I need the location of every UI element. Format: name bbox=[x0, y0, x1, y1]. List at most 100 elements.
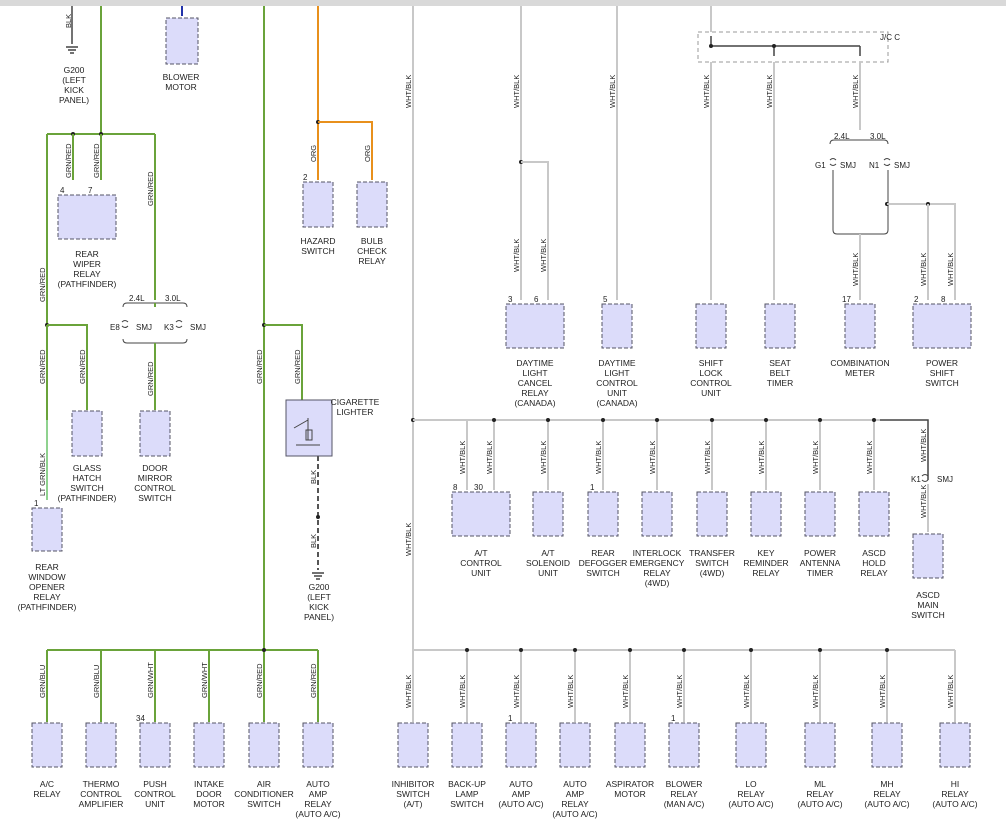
auto-amp-relay: AUTO AMP RELAY (AUTO A/C) bbox=[552, 722, 598, 819]
label-line: DAYTIME bbox=[516, 358, 553, 368]
pin-number: 8 bbox=[941, 295, 946, 304]
label-line: LOCK bbox=[699, 368, 722, 378]
wire-label: WHT/BLK bbox=[404, 523, 413, 556]
label-line: RELAY bbox=[806, 789, 834, 799]
at-control-unit: 8 30 A/T CONTROL UNIT bbox=[451, 483, 511, 578]
wire-label: GRN/RED bbox=[255, 663, 264, 698]
label-line: REMINDER bbox=[743, 558, 788, 568]
wire-label: WHT/BLK bbox=[765, 75, 774, 108]
label-line: UNIT bbox=[538, 568, 558, 578]
label-line: SWITCH bbox=[586, 568, 620, 578]
label-line: DOOR bbox=[196, 789, 222, 799]
cigarette-lighter: CIGARETTE LIGHTER bbox=[285, 397, 380, 457]
label-line: (AUTO A/C) bbox=[932, 799, 977, 809]
ascd-hold-relay: ASCD HOLD RELAY bbox=[858, 491, 890, 578]
label-line: SWITCH bbox=[138, 493, 172, 503]
power-shift-switch: 2 8 POWER SHIFT SWITCH bbox=[912, 295, 972, 388]
label-line: (AUTO A/C) bbox=[295, 809, 340, 819]
top-border bbox=[0, 0, 1006, 6]
transfer-switch: TRANSFER SWITCH (4WD) bbox=[689, 491, 735, 578]
label-line: RELAY bbox=[752, 568, 780, 578]
connector-label: J/C C bbox=[880, 33, 900, 42]
interlock-emergency-relay: INTERLOCK EMERGENCY RELAY (4WD) bbox=[630, 491, 685, 588]
pin-number: 1 bbox=[671, 714, 676, 723]
wire-label: WHT/BLK bbox=[851, 253, 860, 286]
ascd-main-switch: ASCD MAIN SWITCH bbox=[911, 533, 945, 620]
label-line: INTAKE bbox=[194, 779, 224, 789]
label-line: G200 bbox=[309, 582, 330, 592]
label-line: INTERLOCK bbox=[633, 548, 682, 558]
label-line: METER bbox=[845, 368, 875, 378]
rear-window-opener-relay: 1 REAR WINDOW OPENER RELAY (PATHFINDER) bbox=[18, 499, 77, 612]
label-line: RELAY bbox=[33, 592, 61, 602]
label-line: GLASS bbox=[73, 463, 102, 473]
label-line: RELAY bbox=[304, 799, 332, 809]
label-line: BELT bbox=[770, 368, 791, 378]
label-line: CONTROL bbox=[460, 558, 502, 568]
label-line: AMP bbox=[309, 789, 328, 799]
label-line: (4WD) bbox=[700, 568, 725, 578]
label-line: (AUTO A/C) bbox=[498, 799, 543, 809]
daytime-light-cancel-relay: 3 6 DAYTIME LIGHT CANCEL RELAY (CANADA) bbox=[505, 295, 565, 408]
label-line: UNIT bbox=[701, 388, 721, 398]
bulb-check-relay: BULB CHECK RELAY bbox=[356, 181, 388, 266]
wire-label: WHT/BLK bbox=[675, 675, 684, 708]
label-line: UNIT bbox=[145, 799, 165, 809]
connector-label: 3.0L bbox=[870, 132, 886, 141]
pin-number: 6 bbox=[534, 295, 539, 304]
rear-defogger-switch: 1 REAR DEFOGGER SWITCH bbox=[579, 483, 628, 578]
lo-relay: LO RELAY (AUTO A/C) bbox=[728, 722, 774, 809]
label-line: RELAY bbox=[860, 568, 888, 578]
connector-label: 3.0L bbox=[165, 294, 181, 303]
wire-label: LT GRN/BLK bbox=[38, 453, 47, 496]
label-line: TRANSFER bbox=[689, 548, 735, 558]
pin-number: 3 bbox=[508, 295, 513, 304]
label-line: RELAY bbox=[561, 799, 589, 809]
label-line: HATCH bbox=[73, 473, 102, 483]
thermo-control-amplifier: THERMO CONTROL AMPLIFIER bbox=[79, 722, 124, 809]
wire-label: WHT/BLK bbox=[919, 485, 928, 518]
wire-label: GRN/RED bbox=[293, 349, 302, 384]
connector-label: K1 bbox=[911, 475, 921, 484]
label-line: (CANADA) bbox=[514, 398, 555, 408]
daytime-light-control-unit: 5 DAYTIME LIGHT CONTROL UNIT (CANADA) bbox=[596, 295, 638, 408]
connector-label: SMJ bbox=[136, 323, 152, 332]
label-line: TIMER bbox=[807, 568, 833, 578]
label-line: WINDOW bbox=[28, 572, 65, 582]
label-line: DAYTIME bbox=[598, 358, 635, 368]
label-line: RELAY bbox=[521, 388, 549, 398]
label-line: LIGHT bbox=[522, 368, 547, 378]
seat-belt-timer: SEAT BELT TIMER bbox=[764, 303, 796, 388]
label-line: BACK-UP bbox=[448, 779, 486, 789]
wire-label: GRN/RED bbox=[146, 361, 155, 396]
wire-label: WHT/BLK bbox=[742, 675, 751, 708]
connector-label: SMJ bbox=[937, 475, 953, 484]
wire-label: GRN/RED bbox=[309, 663, 318, 698]
label-line: RELAY bbox=[73, 269, 101, 279]
pin-number: 8 bbox=[453, 483, 458, 492]
wire-label: ORG bbox=[363, 145, 372, 162]
wire-label: WHT/BLK bbox=[512, 239, 521, 272]
label-line: HAZARD bbox=[301, 236, 336, 246]
label-line: RELAY bbox=[873, 789, 901, 799]
label-line: PANEL) bbox=[59, 95, 89, 105]
air-conditioner-switch: AIR CONDITIONER SWITCH bbox=[234, 722, 294, 809]
label-line: AMPLIFIER bbox=[79, 799, 124, 809]
wire-label: BLK bbox=[309, 534, 318, 548]
label-line: REAR bbox=[75, 249, 99, 259]
connector-label: K3 bbox=[164, 323, 174, 332]
auto-amp-relay-left: AUTO AMP RELAY (AUTO A/C) bbox=[295, 722, 341, 819]
label-line: SWITCH bbox=[396, 789, 430, 799]
ac-relay: A/C RELAY bbox=[31, 722, 63, 799]
label-line: TIMER bbox=[767, 378, 793, 388]
label-line: AIR bbox=[257, 779, 271, 789]
wire-label: WHT/BLK bbox=[539, 441, 548, 474]
label-line: THERMO bbox=[83, 779, 120, 789]
label-line: REAR bbox=[591, 548, 615, 558]
intake-door-motor: INTAKE DOOR MOTOR bbox=[193, 722, 225, 809]
connector-label: SMJ bbox=[190, 323, 206, 332]
label-line: DEFOGGER bbox=[579, 558, 628, 568]
label-line: CONTROL bbox=[80, 789, 122, 799]
label-line: CONDITIONER bbox=[234, 789, 294, 799]
